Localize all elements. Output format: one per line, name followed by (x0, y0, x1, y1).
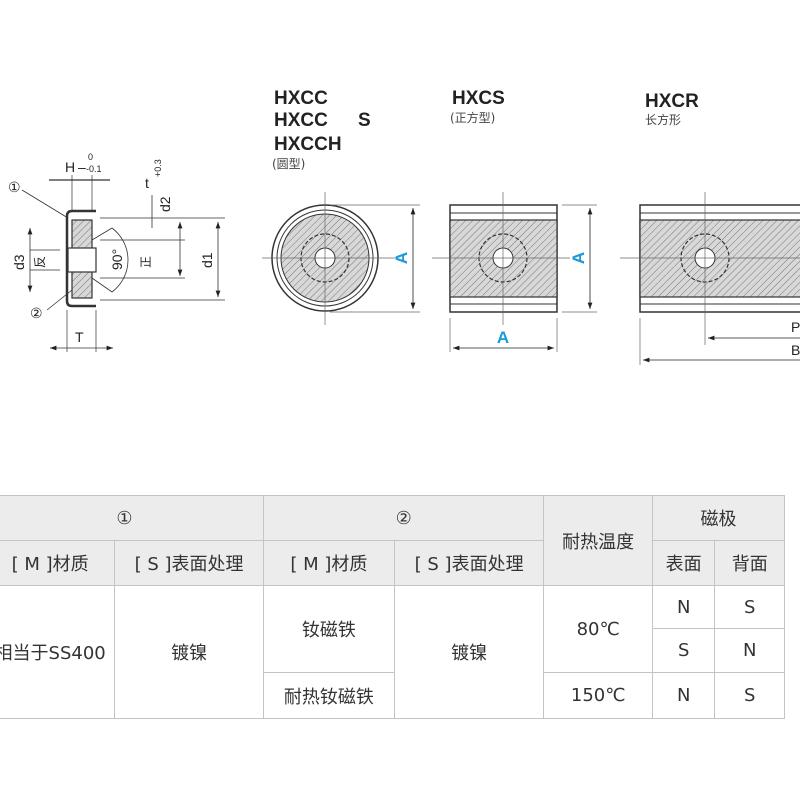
t-tol-upper: +0.3 (153, 159, 163, 177)
square-dim-a-vertical: A (569, 252, 588, 264)
header-material-2: [ M ]材质 (262, 540, 395, 586)
side-view-labels: ① ② H – 0 -0.1 t +0.3 d2 d1 d3 反 90° 正 T (8, 152, 215, 345)
cell-pole-surface: N (651, 585, 716, 629)
callout-1: ① (8, 179, 21, 195)
round-model-2-suffix: S (358, 110, 371, 131)
rect-model: HXCR (645, 91, 699, 112)
side-view (21, 175, 225, 352)
cell-surface-treatment-2: 镀镍 (393, 585, 545, 719)
cell-temp-b: 150℃ (543, 672, 653, 719)
cell-pole-back: S (714, 585, 785, 629)
rect-shape: 长方形 (645, 112, 681, 127)
cell-surface-treatment-1: 镀镍 (114, 585, 264, 719)
front-label: 正 (139, 256, 153, 268)
h-tol-lower: -0.1 (86, 164, 102, 174)
cell-material-2b: 耐热钕磁铁 (262, 672, 395, 719)
technical-drawing: ① ② H – 0 -0.1 t +0.3 d2 d1 d3 反 90° 正 T… (8, 88, 800, 365)
rect-dim-p: P (791, 319, 800, 335)
square-magnet-view: HXCS (正方型) A A (432, 88, 597, 352)
angle-label: 90° (109, 249, 125, 270)
cell-material-2a: 钕磁铁 (262, 585, 395, 673)
header-heat-resistance: 耐热温度 (543, 495, 653, 586)
square-model: HXCS (452, 88, 505, 109)
square-dim-a-horizontal: A (497, 328, 509, 347)
header-part-1: ① (0, 495, 264, 541)
square-shape: (正方型) (450, 110, 495, 125)
t-label: t (145, 175, 149, 191)
round-model-3: HXCCH (274, 134, 342, 155)
d2-label: d2 (157, 196, 173, 212)
header-surface-treatment-2: [ S ]表面处理 (393, 540, 545, 586)
cell-pole-surface: S (651, 628, 716, 673)
rect-magnet-view: HXCR 长方形 P B (620, 91, 800, 365)
round-model-1: HXCC (274, 88, 328, 109)
back-label: 反 (33, 256, 47, 268)
t-dim-label: T (75, 329, 84, 345)
callout-2: ② (30, 305, 43, 321)
cell-pole-back: S (714, 672, 785, 719)
h-tol-upper: 0 (88, 152, 93, 162)
spec-table: ① ② 耐热温度 磁极 [ M ]材质 [ S ]表面处理 [ M ]材质 [ … (0, 495, 786, 719)
d3-label: d3 (11, 254, 27, 270)
header-material-1: [ M ]材质 (0, 540, 116, 586)
header-magnetic-poles: 磁极 (651, 495, 786, 541)
header-part-2: ② (262, 495, 545, 541)
header-surface: 表面 (651, 540, 716, 586)
round-shape: (圆型) (272, 157, 305, 171)
rect-dim-b: B (791, 342, 800, 358)
d1-label: d1 (199, 252, 215, 268)
header-surface-treatment-1: [ S ]表面处理 (114, 540, 264, 586)
header-back: 背面 (714, 540, 785, 586)
h-label: H (65, 159, 75, 175)
cell-material-1: 相当于SS400 (0, 585, 116, 719)
h-dash: – (78, 159, 86, 175)
cell-pole-surface: N (651, 672, 716, 719)
cell-temp-a: 80℃ (543, 585, 653, 673)
round-model-2: HXCC (274, 110, 328, 131)
round-dim-a: A (392, 252, 411, 264)
cell-pole-back: N (714, 628, 785, 673)
round-magnet-view: HXCC HXCC S HXCCH (圆型) A (262, 88, 420, 325)
